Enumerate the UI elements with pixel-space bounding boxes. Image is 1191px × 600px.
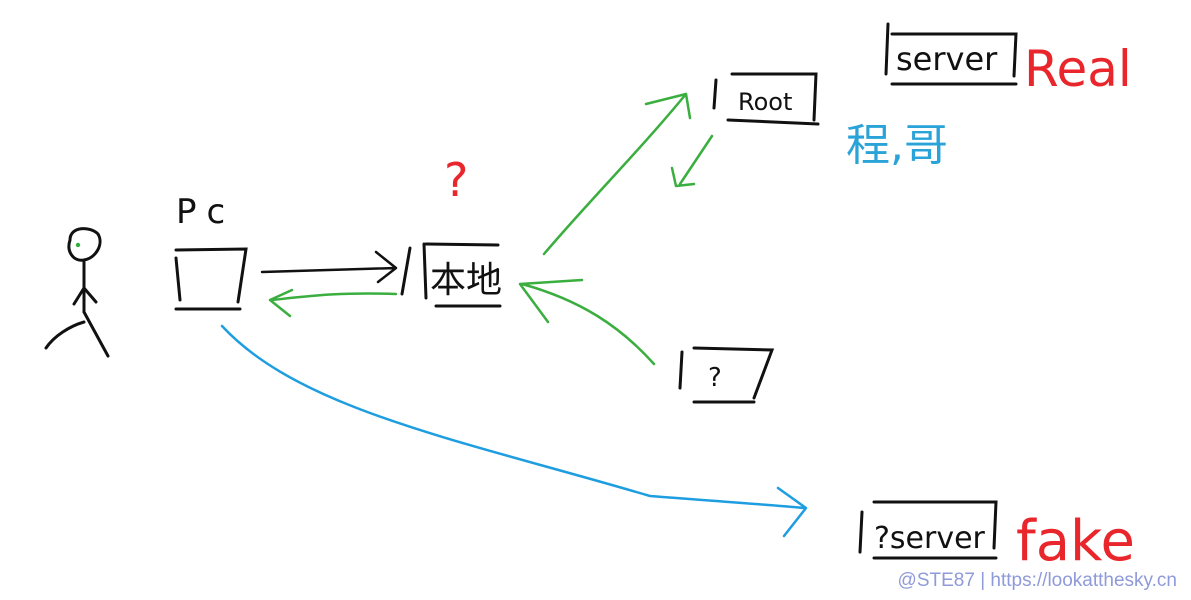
arrow-local-to-pc xyxy=(268,288,398,318)
local-box xyxy=(400,242,502,308)
root-box xyxy=(712,72,820,126)
server-label: server xyxy=(896,40,998,78)
pc-label: Pc xyxy=(176,192,235,232)
fake-server-label: ?server xyxy=(874,521,986,556)
question-mark-red: ? xyxy=(444,153,468,207)
local-label: 本地 xyxy=(430,260,502,301)
arrow-pc-to-fake-server xyxy=(220,324,808,538)
root-label: Root xyxy=(738,88,792,116)
arrow-local-to-root xyxy=(542,92,692,256)
watermark: @STE87 | https://lookatthesky.cn xyxy=(897,570,1177,591)
pc-node: Pc xyxy=(174,192,248,311)
stick-figure-legs xyxy=(44,310,110,358)
arrow-root-to-local xyxy=(670,134,714,188)
unknown-box-label: ? xyxy=(708,363,722,393)
root-node: Root xyxy=(712,72,820,126)
real-label: Real xyxy=(1024,40,1132,98)
unknown-box xyxy=(678,346,775,404)
stick-figure xyxy=(44,227,110,358)
real-server-node: server Real 程,哥 xyxy=(846,22,1132,171)
fake-server-box xyxy=(858,500,998,560)
real-server-box xyxy=(884,22,1018,86)
fake-server-node: ?server fake xyxy=(858,500,1135,574)
local-node: 本地 ? xyxy=(400,153,502,308)
pc-box xyxy=(174,247,248,311)
stick-figure-arms xyxy=(72,286,98,306)
arrow-unknown-to-local xyxy=(518,278,656,366)
connections xyxy=(220,92,808,538)
stick-figure-head xyxy=(67,227,102,262)
stick-figure-eye xyxy=(75,242,81,248)
arrow-pc-to-local xyxy=(260,250,398,284)
fake-label: fake xyxy=(1016,509,1135,574)
unknown-node: ? xyxy=(678,346,775,404)
cheng-ge-label: 程,哥 xyxy=(846,120,948,171)
